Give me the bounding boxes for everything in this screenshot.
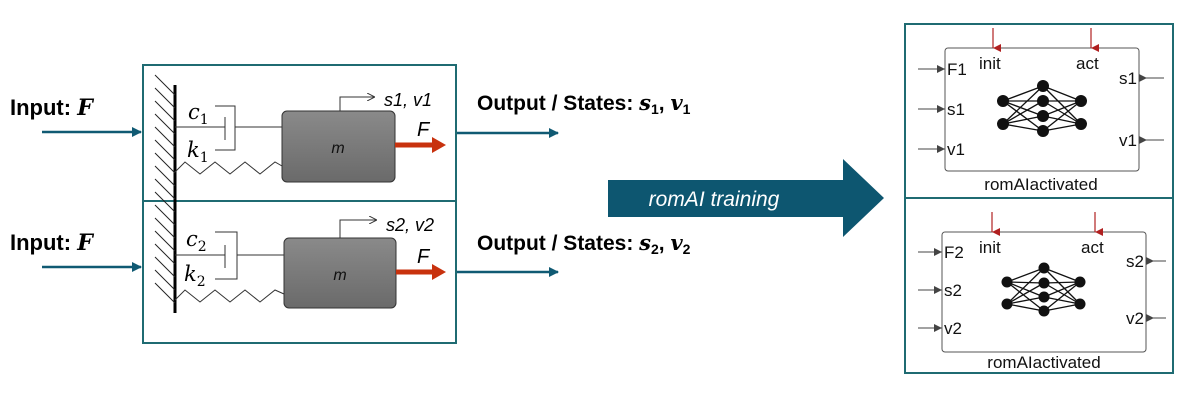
block-2-out-port: v2 [1126, 309, 1144, 328]
state-arrow-1 [339, 97, 375, 111]
romai-block-2[interactable] [918, 212, 1166, 353]
system-1 [174, 97, 446, 183]
training-arrow [608, 159, 884, 237]
block-1-out-port: s1 [1119, 69, 1137, 88]
neural-network-icon [997, 80, 1087, 137]
block-1-in-port: s1 [947, 100, 965, 119]
block-1-out-port: v1 [1119, 131, 1137, 150]
states-label-1: s1, v1 [384, 90, 432, 110]
neural-network-icon [1001, 262, 1086, 317]
states-label-2: s2, v2 [386, 215, 434, 235]
state-arrow-2 [339, 220, 377, 238]
block-2-in-port: s2 [944, 281, 962, 300]
mass-label-2: m [333, 267, 346, 284]
block-2-in-port: F2 [944, 243, 964, 262]
block-2-top-port: init [979, 238, 1001, 257]
damper-label-2: c2 [186, 227, 207, 255]
block-1-in-port: v1 [947, 140, 965, 159]
block-2-top-port: act [1081, 238, 1104, 257]
input-label-1: Input: F [10, 95, 94, 121]
block-2-out-port: s2 [1126, 252, 1144, 271]
damper-2 [175, 231, 284, 280]
block-1-top-port: init [979, 54, 1001, 73]
input-symbol: F [76, 230, 94, 256]
block-2-in-port: v2 [944, 319, 962, 338]
force-label-2: F [417, 246, 431, 268]
system-2-frame [142, 200, 457, 344]
block-1-top-port: act [1076, 54, 1099, 73]
block-2-name: romAIactivated [987, 353, 1100, 372]
block-1-in-port: F1 [947, 60, 967, 79]
force-label-1: F [417, 119, 431, 141]
input-label-2: Input: F [10, 230, 94, 256]
output-label-1: Output / States: s1, v1 [477, 90, 691, 117]
training-label: romAI training [649, 188, 780, 211]
spring-label-1: k1 [187, 138, 209, 166]
spring-label-2: k2 [184, 262, 206, 290]
wall [154, 74, 177, 313]
input-prefix: Input: [10, 230, 77, 255]
damper-label-1: c1 [188, 100, 209, 128]
romai-block-1[interactable] [918, 28, 1164, 172]
block-1-name: romAIactivated [984, 175, 1097, 194]
input-prefix: Input: [10, 95, 77, 120]
block-2-frame [904, 197, 1174, 374]
system-2 [174, 220, 446, 309]
mass-label-1: m [331, 140, 344, 157]
input-symbol: F [76, 95, 94, 121]
spring-2 [174, 289, 285, 303]
damper-1 [175, 105, 282, 151]
spring-1 [174, 161, 283, 175]
output-label-2: Output / States: s2, v2 [477, 230, 691, 257]
